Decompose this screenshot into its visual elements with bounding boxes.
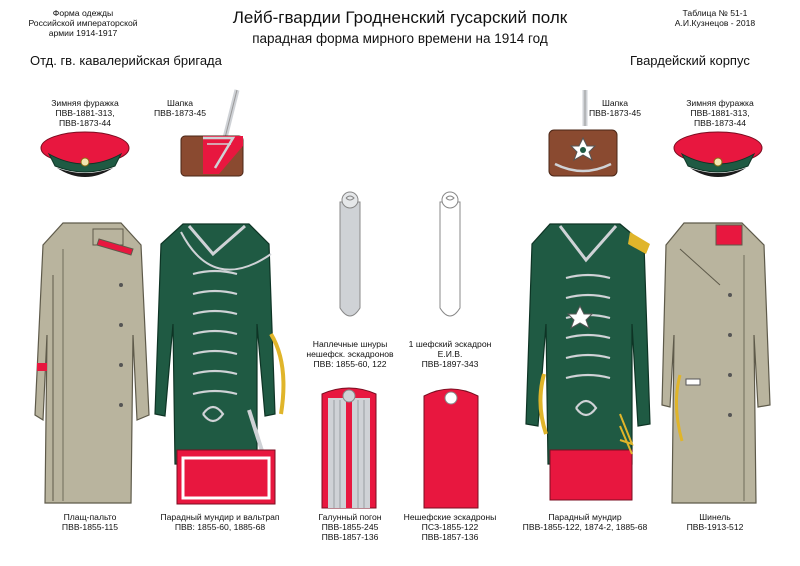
- caption-galun: Галунный погон ПВВ-1855-245 ПВВ-1857-136: [300, 512, 400, 542]
- caption-line: Форма одежды: [52, 8, 114, 18]
- caption-line: ПВВ-1873-45: [588, 108, 642, 118]
- page-subtitle: парадная форма мирного времени на 1914 г…: [252, 31, 548, 46]
- catalog-caption: Форма одежды Российской императорской ар…: [18, 8, 148, 38]
- caption-cap-right: Зимняя фуражка ПВВ-1881-313, ПВВ-1873-44: [670, 98, 770, 128]
- caption-line: ПВВ-1855-245: [321, 522, 379, 532]
- peaked-cap-right-icon: [673, 131, 763, 177]
- caption-coat: Плащ-пальто ПВВ-1855-115: [35, 512, 145, 532]
- caption-line: 1 шефский эскадрон: [408, 339, 492, 349]
- caption-squadron1: 1 шефский эскадрон Е.И.В. ПВВ-1897-343: [400, 339, 500, 369]
- caption-line: ПВВ-1857-136: [321, 532, 379, 542]
- caption-line: Парадный мундир и вальтрап: [160, 512, 280, 522]
- caption-cords: Наплечные шнуры нешефск. эскадронов ПВВ:…: [300, 339, 400, 369]
- caption-line: Шапка: [166, 98, 194, 108]
- table-no-text: Таблица № 51-1: [682, 8, 748, 18]
- table-number: Таблица № 51-1 А.И.Кузнецов - 2018: [650, 8, 780, 28]
- caption-line: Галунный погон: [318, 512, 382, 522]
- greatcoat-left-icon: [34, 222, 150, 504]
- hussar-dolman-left-icon: [154, 223, 286, 505]
- caption-line: ПВВ-1873-44: [58, 118, 112, 128]
- caption-shapka-left: Шапка ПВВ-1873-45: [145, 98, 215, 118]
- caption-line: ПВВ-1855-115: [61, 522, 119, 532]
- caption-line: ПВВ-1873-44: [693, 118, 747, 128]
- caption-line: ПВВ-1873-45: [153, 108, 207, 118]
- caption-line: Зимняя фуражка: [686, 98, 754, 108]
- caption-line: армии 1914-1917: [48, 28, 118, 38]
- caption-dolman: Парадный мундир и вальтрап ПВВ: 1855-60,…: [145, 512, 295, 532]
- caption-line: нешефск. эскадронов: [306, 349, 394, 359]
- caption-shapka-right: Шапка ПВВ-1873-45: [580, 98, 650, 118]
- caption-line: ПВВ-1913-512: [686, 522, 744, 532]
- caption-shinel: Шинель ПВВ-1913-512: [660, 512, 770, 532]
- caption-cap-left: Зимняя фуражка ПВВ-1881-313, ПВВ-1873-44: [35, 98, 135, 128]
- busby-left-icon: [180, 89, 244, 177]
- caption-line: ПВВ-1881-313,: [55, 108, 115, 118]
- shoulder-cord-outline-icon: [439, 191, 461, 317]
- busby-right-icon: [548, 90, 618, 177]
- caption-line: Шапка: [601, 98, 629, 108]
- caption-line: Зимняя фуражка: [51, 98, 119, 108]
- shoulder-cord-silver-icon: [339, 191, 361, 317]
- caption-strap-red: Нешефские эскадроны ПСЗ-1855-122 ПВВ-185…: [400, 512, 500, 542]
- caption-line: Нешефские эскадроны: [403, 512, 497, 522]
- caption-line: Плащ-пальто: [63, 512, 117, 522]
- caption-line: ПВВ-1881-313,: [690, 108, 750, 118]
- caption-dolman-right: Парадный мундир ПВВ-1855-122, 1874-2, 18…: [505, 512, 665, 532]
- corps-label: Гвардейский корпус: [630, 53, 750, 68]
- shinel-greatcoat-icon: [661, 222, 771, 504]
- caption-line: Парадный мундир: [548, 512, 622, 522]
- caption-line: ПСЗ-1855-122: [421, 522, 479, 532]
- caption-line: ПВВ: 1855-60, 122: [313, 359, 387, 369]
- hussar-dolman-right-icon: [525, 223, 651, 501]
- caption-line: Наплечные шнуры: [312, 339, 388, 349]
- caption-line: ПВВ-1855-122, 1874-2, 1885-68: [522, 522, 648, 532]
- author-text: А.И.Кузнецов - 2018: [674, 18, 756, 28]
- galun-shoulder-strap-icon: [321, 387, 377, 509]
- caption-line: Российской императорской: [28, 18, 138, 28]
- caption-line: ПВВ-1897-343: [421, 359, 479, 369]
- caption-line: Е.И.В.: [437, 349, 463, 359]
- caption-line: ПВВ-1857-136: [421, 532, 479, 542]
- red-shoulder-strap-icon: [423, 388, 479, 509]
- caption-line: Шинель: [699, 512, 731, 522]
- peaked-cap-left-icon: [40, 131, 130, 177]
- page-title: Лейб-гвардии Гродненский гусарский полк: [232, 8, 568, 27]
- caption-line: ПВВ: 1855-60, 1885-68: [174, 522, 266, 532]
- brigade-label: Отд. гв. кавалерийская бригада: [30, 53, 222, 68]
